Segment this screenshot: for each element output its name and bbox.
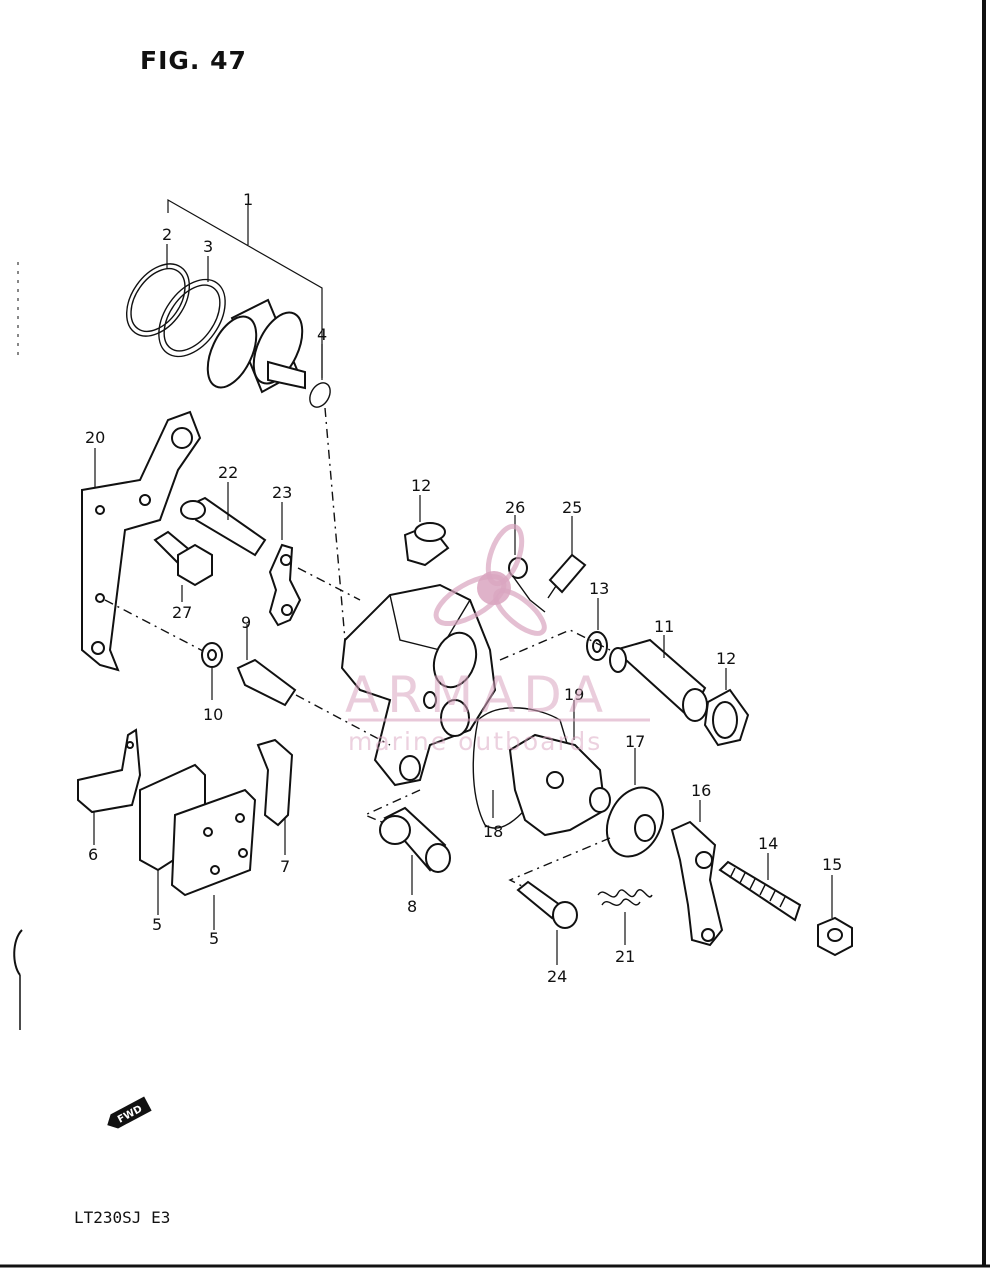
part-lever-housing bbox=[508, 733, 611, 837]
part-clip-23 bbox=[268, 502, 361, 627]
part-pin-bolt-22 bbox=[180, 482, 267, 557]
part-washer-13 bbox=[586, 598, 608, 661]
part-seal-2 bbox=[125, 244, 191, 337]
callout-5a: 5 bbox=[152, 915, 162, 934]
forward-arrow-icon: FWD bbox=[107, 1096, 152, 1129]
callout-7: 7 bbox=[280, 857, 290, 876]
callout-27: 27 bbox=[172, 603, 192, 622]
callout-23: 23 bbox=[272, 483, 292, 502]
model-code: LT230SJ E3 bbox=[74, 1208, 171, 1227]
figure-title: FIG. 47 bbox=[140, 46, 247, 75]
callout-labels: 1 2 3 4 5 5 6 7 8 9 10 11 12 12 13 14 15… bbox=[85, 190, 842, 986]
part-plate-6 bbox=[77, 728, 142, 845]
callout-21: 21 bbox=[615, 947, 635, 966]
callout-2: 2 bbox=[162, 225, 172, 244]
callout-5b: 5 bbox=[209, 929, 219, 948]
part-arm-16 bbox=[670, 800, 724, 947]
callout-8: 8 bbox=[407, 897, 417, 916]
part-bracket-20 bbox=[81, 410, 206, 672]
part-piston bbox=[206, 298, 306, 394]
callout-15: 15 bbox=[822, 855, 842, 874]
part-spring-21 bbox=[597, 889, 653, 945]
callout-4: 4 bbox=[317, 325, 327, 344]
propeller-logo-icon bbox=[433, 523, 547, 636]
callout-24: 24 bbox=[547, 967, 567, 986]
part-seal-3 bbox=[158, 256, 226, 358]
callout-6: 6 bbox=[88, 845, 98, 864]
callout-20: 20 bbox=[85, 428, 105, 447]
callout-9: 9 bbox=[241, 613, 251, 632]
callout-12-upper: 12 bbox=[411, 476, 431, 495]
callout-13: 13 bbox=[589, 579, 609, 598]
part-bleed-screw-25 bbox=[547, 516, 587, 599]
callout-17: 17 bbox=[625, 732, 645, 751]
part-bolt-24 bbox=[516, 880, 578, 965]
callout-1: 1 bbox=[243, 190, 253, 209]
scan-artifacts bbox=[13, 262, 23, 1030]
part-adjust-bolt-14 bbox=[718, 853, 802, 922]
part-boot-12-upper bbox=[403, 495, 450, 567]
part-pin-9 bbox=[236, 624, 297, 707]
part-oring-4 bbox=[309, 344, 346, 641]
part-nut-15 bbox=[817, 875, 853, 957]
callout-26: 26 bbox=[505, 498, 525, 517]
callout-12-right: 12 bbox=[716, 649, 736, 668]
callout-25: 25 bbox=[562, 498, 582, 517]
callout-3: 3 bbox=[203, 237, 213, 256]
callout-11: 11 bbox=[654, 617, 674, 636]
callout-10: 10 bbox=[203, 705, 223, 724]
part-bolt-27 bbox=[153, 530, 213, 602]
assembly-bracket-1 bbox=[167, 198, 323, 378]
watermark: ARMADA marine outboards bbox=[345, 523, 650, 756]
callout-18: 18 bbox=[483, 822, 503, 841]
callout-22: 22 bbox=[218, 463, 238, 482]
callout-14: 14 bbox=[758, 834, 778, 853]
part-boot-12-right bbox=[703, 668, 750, 747]
part-pad-5-front bbox=[170, 788, 257, 930]
watermark-brand: ARMADA bbox=[345, 666, 611, 724]
callout-16: 16 bbox=[691, 781, 711, 800]
watermark-tagline: marine outboards bbox=[348, 727, 602, 756]
part-bolt-8 bbox=[379, 806, 451, 895]
part-shim-7 bbox=[256, 738, 294, 855]
callout-19: 19 bbox=[564, 685, 584, 704]
part-washer-10 bbox=[201, 642, 223, 700]
part-sleeve-11 bbox=[499, 629, 708, 722]
